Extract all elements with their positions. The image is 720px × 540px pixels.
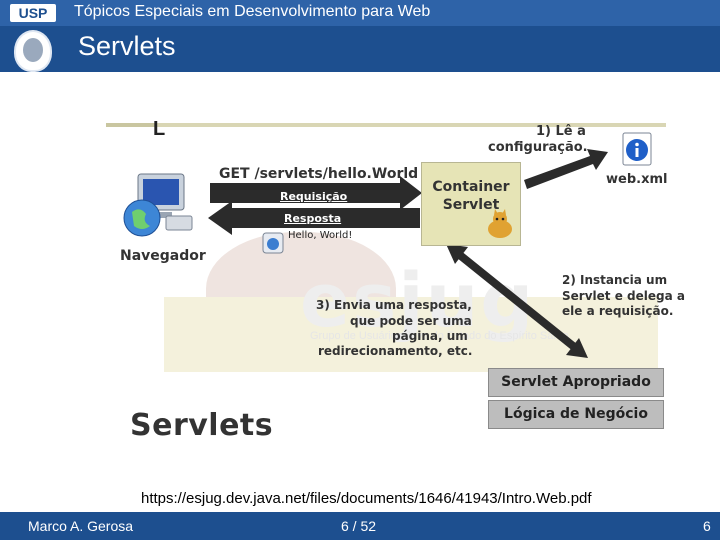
slide-footer: Marco A. Gerosa 6 / 52 6 bbox=[0, 512, 720, 540]
top-rule bbox=[106, 123, 666, 127]
footer-author: Marco A. Gerosa bbox=[28, 518, 134, 534]
step2-line1: 2) Instancia um bbox=[562, 273, 668, 287]
hello-world-text: Hello, World! bbox=[288, 230, 353, 241]
container-label-line2: Servlet bbox=[442, 197, 500, 213]
request-line: GET /servlets/hello.World bbox=[219, 166, 419, 182]
top-rule-accent bbox=[106, 123, 156, 127]
tomcat-icon bbox=[488, 209, 512, 238]
footer-page-number: 6 bbox=[703, 518, 711, 534]
step3-line4: redirecionamento, etc. bbox=[318, 344, 473, 358]
container-servlet-box: Container Servlet bbox=[421, 162, 521, 246]
source-url: https://esjug.dev.java.net/files/documen… bbox=[141, 490, 592, 507]
step1-line2: configuração. bbox=[488, 140, 588, 155]
browser-icon bbox=[262, 232, 284, 254]
watermark-band bbox=[164, 297, 658, 372]
step3-line3: página, um bbox=[392, 329, 468, 343]
servlets-heading: Servlets bbox=[130, 408, 274, 443]
university-crest-icon bbox=[14, 30, 52, 72]
webxml-label: web.xml bbox=[606, 172, 668, 187]
config-arrow bbox=[524, 149, 608, 189]
course-title: Tópicos Especiais em Desenvolvimento par… bbox=[74, 3, 431, 20]
slide-title: Servlets bbox=[78, 31, 176, 61]
servlet-diagram: esjug Grupo de Usuários Java do Estado d… bbox=[0, 72, 720, 490]
step2-line3: ele a requisição. bbox=[562, 304, 674, 318]
computer-globe-icon bbox=[123, 173, 193, 237]
container-label-line1: Container bbox=[432, 179, 510, 195]
header-band bbox=[0, 0, 720, 26]
delegate-arrow bbox=[453, 248, 581, 354]
servlet-apropriado-box: Servlet Apropriado bbox=[488, 368, 664, 397]
step2-line2: Servlet e delega a bbox=[562, 289, 685, 303]
request-arrow bbox=[210, 176, 422, 210]
response-label: Resposta bbox=[284, 212, 342, 225]
info-icon bbox=[622, 132, 652, 166]
diagram-arrows bbox=[208, 149, 608, 358]
watermark-tagline: Grupo de Usuários Java do Estado do Espí… bbox=[310, 330, 569, 342]
step1-line1: 1) Lê a bbox=[536, 124, 586, 139]
usp-logo-icon: USP bbox=[10, 4, 56, 22]
request-label: Requisição bbox=[280, 190, 348, 203]
navegador-label: Navegador bbox=[120, 248, 206, 264]
slide-header: USP Tópicos Especiais em Desenvolvimento… bbox=[0, 0, 720, 72]
corner-mark: L bbox=[153, 118, 166, 140]
step3-line1: 3) Envia uma resposta, bbox=[316, 298, 472, 312]
delegate-arrow-head-top bbox=[446, 244, 468, 264]
step3-line2: que pode ser uma bbox=[350, 314, 472, 328]
logica-negocio-box: Lógica de Negócio bbox=[488, 400, 664, 429]
response-arrow bbox=[208, 201, 420, 235]
watermark-logo: esjug bbox=[300, 258, 536, 344]
footer-page-counter: 6 / 52 bbox=[341, 518, 377, 534]
delegate-arrow-head-bottom bbox=[566, 338, 588, 358]
